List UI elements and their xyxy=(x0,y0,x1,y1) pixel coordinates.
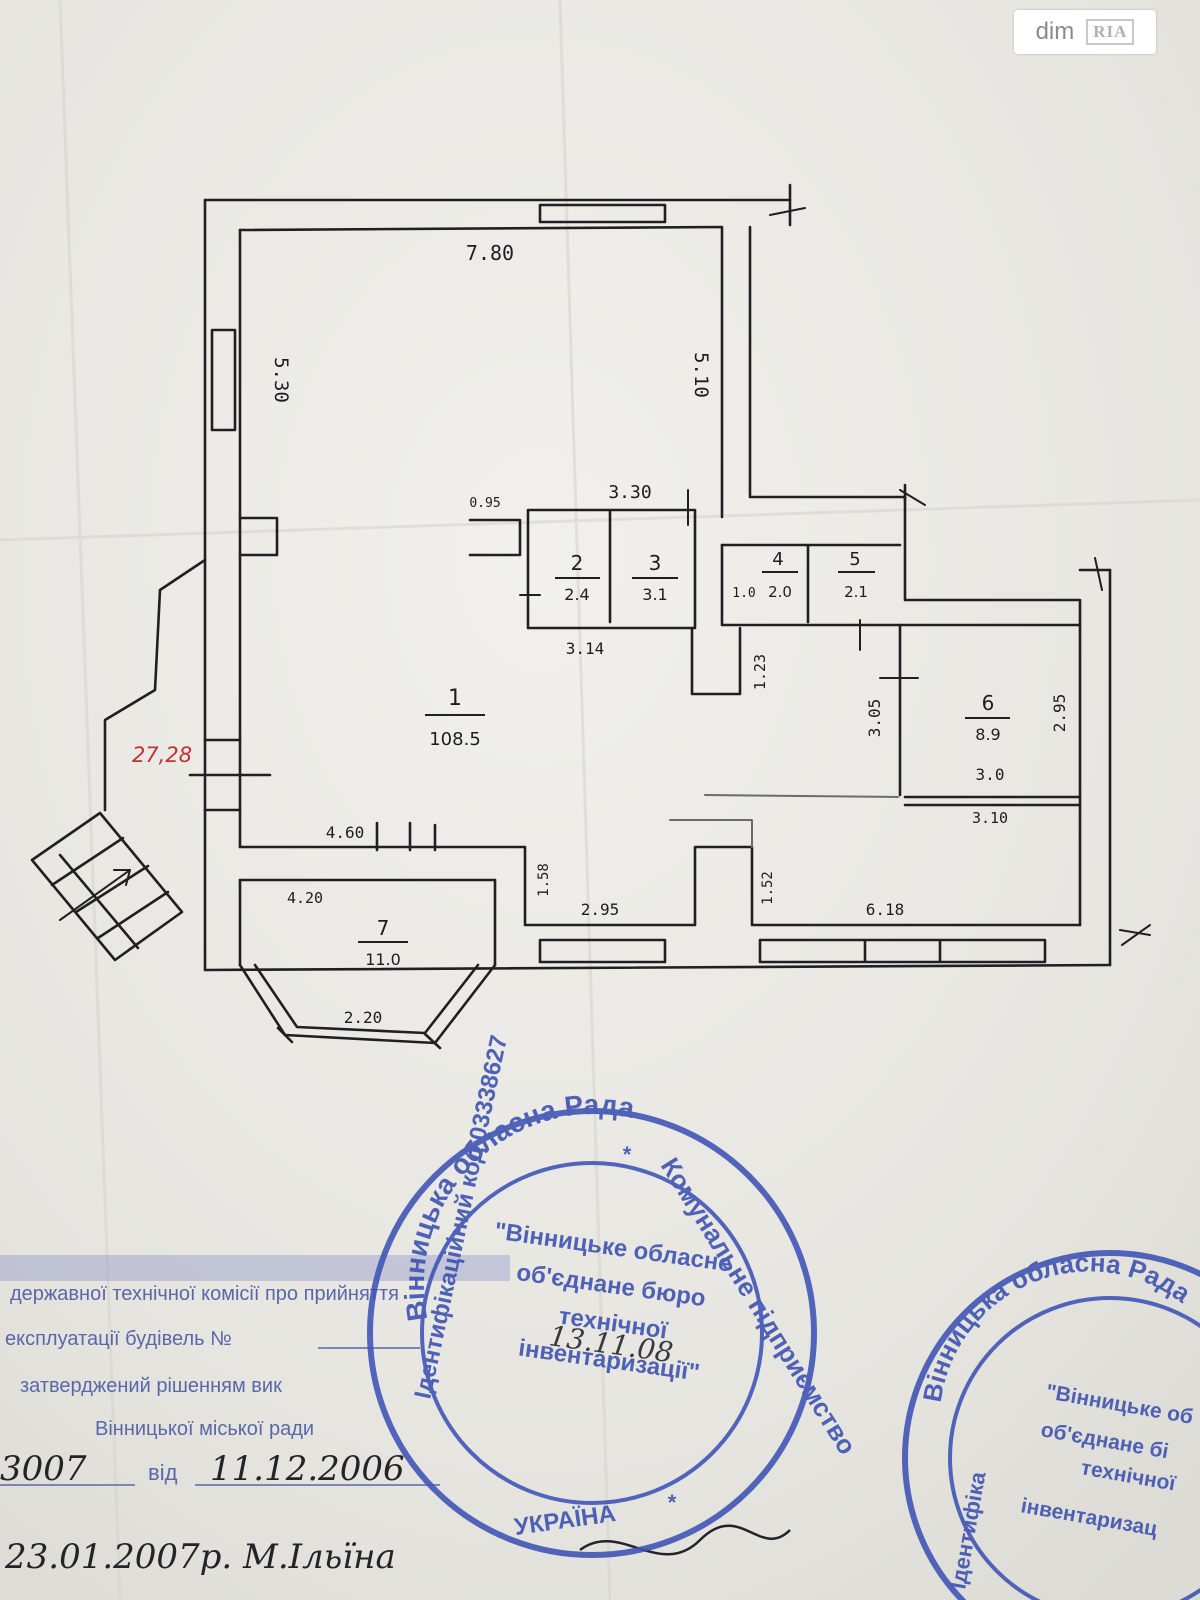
dim-right-upper: 5.10 xyxy=(690,352,712,398)
dim-front-right: 6.18 xyxy=(866,900,905,919)
dim-room6-width: 3.0 xyxy=(976,765,1005,784)
svg-text:7: 7 xyxy=(377,916,390,940)
form-line-1: державної технічної комісії про прийнятт… xyxy=(10,1283,399,1305)
svg-text:4: 4 xyxy=(772,549,783,570)
decision-number: 3007 xyxy=(0,1449,87,1489)
form-line-3: затверджений рішенням вик xyxy=(20,1375,282,1397)
room-1-label: 1 108.5 xyxy=(425,686,485,750)
dim-step-left: 1.58 xyxy=(536,863,552,897)
dim-ria-watermark: dim RIA xyxy=(1014,10,1156,54)
decision-date: 11.12.2006 xyxy=(210,1449,405,1489)
svg-text:2.0: 2.0 xyxy=(768,583,792,601)
svg-text:*: * xyxy=(668,1490,677,1515)
signature-line: 23.01.2007р. М.Ільїна xyxy=(4,1537,396,1577)
dim-top: 7.80 xyxy=(466,241,514,265)
svg-text:2: 2 xyxy=(571,551,584,575)
room-6-label: 6 8.9 xyxy=(965,691,1010,744)
dim-inner-top: 3.30 xyxy=(608,482,651,503)
room-3-label: 3 3.1 xyxy=(632,551,678,604)
dim-step-right: 1.52 xyxy=(760,871,776,905)
room-5-label: 5 2.1 xyxy=(838,549,875,601)
decision-from: від xyxy=(148,1460,178,1485)
room-2-label: 2 2.4 xyxy=(555,551,600,604)
room-labels: 1 108.5 2 2.4 3 3.1 4 2.0 5 2.1 6 8.9 xyxy=(358,549,1010,969)
svg-text:2.4: 2.4 xyxy=(564,585,589,604)
svg-text:1: 1 xyxy=(448,686,462,711)
dim-wc-bottom: 3.14 xyxy=(566,639,605,658)
dim-front-mid: 2.95 xyxy=(581,900,620,919)
dim-room6-bottom: 3.10 xyxy=(972,809,1008,827)
dim-corridor: 1.23 xyxy=(751,654,769,690)
dimension-labels: 7.80 5.30 5.10 3.30 0.95 3.14 1.0 1.23 3… xyxy=(132,241,1069,1027)
plan-walls xyxy=(30,183,1151,1050)
svg-text:*: * xyxy=(623,1142,632,1167)
dim-room6-left: 3.05 xyxy=(865,699,884,738)
dim-wc-label: 1.0 xyxy=(732,586,755,601)
svg-text:8.9: 8.9 xyxy=(975,725,1000,744)
dim-left: 5.30 xyxy=(270,357,292,403)
svg-text:3.1: 3.1 xyxy=(642,585,667,604)
watermark-brand: dim xyxy=(1035,18,1075,45)
watermark-badge: RIA xyxy=(1086,19,1135,45)
form-line-4: Вінницької міської ради xyxy=(95,1418,314,1440)
svg-text:2.1: 2.1 xyxy=(844,583,868,601)
svg-text:11.0: 11.0 xyxy=(365,950,401,969)
svg-text:6: 6 xyxy=(982,691,995,715)
svg-text:3: 3 xyxy=(649,551,662,575)
red-area-mark: 27,28 xyxy=(132,743,192,767)
room-7-label: 7 11.0 xyxy=(358,916,408,969)
dim-niche: 0.95 xyxy=(469,496,500,511)
room-4-label: 4 2.0 xyxy=(762,549,798,601)
dim-room6-right: 2.95 xyxy=(1050,694,1069,733)
dim-bay-inner: 4.20 xyxy=(287,889,323,907)
svg-text:108.5: 108.5 xyxy=(429,729,481,750)
form-line-2: експлуатації будівель № xyxy=(5,1328,232,1350)
dim-bay-top-wall: 4.60 xyxy=(326,823,365,842)
dim-bay-front: 2.20 xyxy=(344,1008,383,1027)
svg-text:5: 5 xyxy=(849,549,860,570)
